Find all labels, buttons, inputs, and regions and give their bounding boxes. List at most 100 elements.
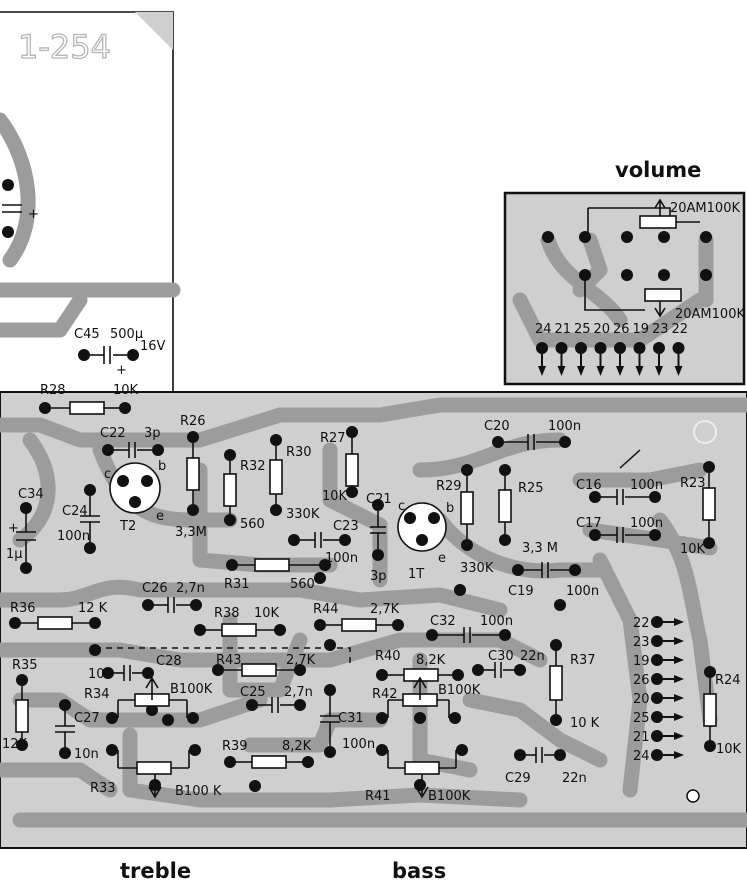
volume-pin: 25 [574,322,591,376]
svg-text:10K: 10K [716,742,742,757]
svg-text:8,2K: 8,2K [416,653,446,668]
svg-text:R28: R28 [40,383,66,398]
svg-text:R24: R24 [715,673,741,688]
svg-text:C21: C21 [366,492,392,507]
svg-text:C30: C30 [488,649,514,664]
svg-text:2,7n: 2,7n [284,685,313,700]
r44-resistor: R44 2,7K [313,602,404,632]
svg-text:22n: 22n [520,649,545,664]
svg-text:100n: 100n [57,529,90,544]
connector-pin: 26 [633,673,684,688]
c21-capacitor: C21 3p [366,492,392,584]
svg-text:B100 K: B100 K [175,784,222,799]
svg-text:3p: 3p [144,426,161,441]
r32-resistor: R32 560 [223,449,266,532]
svg-text:e: e [156,509,164,524]
svg-text:10 K: 10 K [570,716,600,731]
r27-resistor: R27 10K [320,426,359,504]
r38-resistor: R38 10K [194,606,286,637]
svg-text:10K: 10K [680,542,706,557]
connector-pin: 21 [633,730,684,745]
c45-voltage: 16V [140,339,166,354]
connector-pin-label: 25 [633,711,650,726]
r39-resistor: R39 8,2K [222,739,314,769]
treble-title: treble [120,859,191,883]
connector-pin-label: 19 [633,654,650,669]
c28-capacitor: C28 10n [88,654,182,682]
c45-value: 500µ [110,327,143,342]
volume-pin-label: 23 [652,322,669,337]
c23-capacitor: C23 100n [288,519,359,566]
svg-text:C25: C25 [240,685,266,700]
svg-text:10K: 10K [322,489,348,504]
svg-text:+: + [8,521,19,536]
svg-text:C32: C32 [430,614,456,629]
svg-text:B100K: B100K [170,682,213,697]
svg-text:560: 560 [240,517,265,532]
svg-text:R34: R34 [84,687,110,702]
svg-text:R29: R29 [436,479,462,494]
svg-text:C19: C19 [508,584,534,599]
connector-pin: 19 [633,654,684,669]
c19-capacitor: C19 100n [508,562,599,599]
svg-text:C28: C28 [156,654,182,669]
svg-text:2,7K: 2,7K [286,653,316,668]
svg-text:100n: 100n [342,737,375,752]
volume-pin-label: 20 [594,322,611,337]
bass-title: bass [392,859,446,883]
svg-text:8,2K: 8,2K [282,739,312,754]
r28-resistor: R28 10K [39,383,139,415]
svg-text:100n: 100n [325,551,358,566]
svg-text:560: 560 [290,577,315,592]
connector-pin-label: 24 [633,749,650,764]
svg-text:C24: C24 [62,504,88,519]
connector-pin: 24 [633,749,684,764]
c17-capacitor: C17 100n [576,516,663,543]
svg-text:R41: R41 [365,789,391,804]
c20-capacitor: C20 100n [484,419,581,450]
svg-text:e: e [438,551,446,566]
svg-text:T2: T2 [119,519,136,534]
r31-resistor: R31 560 [224,558,331,592]
svg-text:R35: R35 [12,658,38,673]
connector-pin: 23 [633,635,684,650]
svg-text:12 K: 12 K [78,601,108,616]
connector-pin: 25 [633,711,684,726]
r33-potentiometer: R33 B100 K [90,744,222,799]
volume-pot-bottom-label: 20AM100K [675,307,745,322]
svg-text:3,3 M: 3,3 M [522,541,558,556]
svg-text:2,7n: 2,7n [176,581,205,596]
svg-text:C23: C23 [333,519,359,534]
connector-pin-label: 26 [633,673,650,688]
svg-text:R27: R27 [320,431,346,446]
r29-resistor: R29 330K [436,464,494,576]
r34-potentiometer: R34 B100K [84,676,213,724]
svg-text:R23: R23 [680,476,706,491]
volume-pin-label: 24 [535,322,552,337]
connector-pin-label: 23 [633,635,650,650]
svg-text:c: c [398,499,405,514]
volume-pin: 22 [672,322,688,376]
svg-text:10K: 10K [254,606,280,621]
svg-text:b: b [446,501,454,516]
svg-text:R44: R44 [313,602,339,617]
c22-capacitor: C22 3p [100,426,164,458]
svg-text:C22: C22 [100,426,126,441]
svg-text:C29: C29 [505,771,531,786]
connector-pin-label: 20 [633,692,650,707]
capacitor-partial: + [2,179,39,238]
board-number: 1-254 [18,28,111,66]
svg-text:C20: C20 [484,419,510,434]
c24-capacitor: C24 100n [57,484,100,554]
svg-text:R36: R36 [10,601,36,616]
svg-text:+: + [28,207,39,222]
r35-resistor: R35 12K [2,658,38,752]
r23-resistor: R23 10K [680,461,716,557]
c30-capacitor: C30 22n [472,649,545,678]
svg-text:100n: 100n [566,584,599,599]
t2-transistor: c b e T2 [104,459,166,534]
main-board: C22 3p c b e T2 R28 10K R26 3,3M [0,383,747,849]
